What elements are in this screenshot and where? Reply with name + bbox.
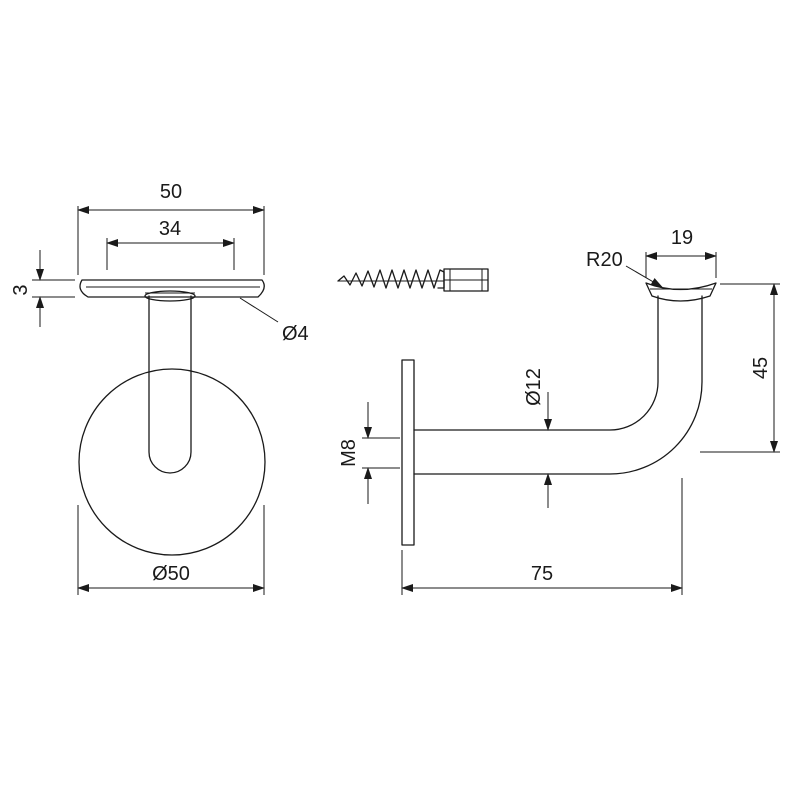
- dim-text-projection: 75: [531, 563, 553, 585]
- stem-outline: [148, 295, 192, 474]
- saddle-side: [645, 282, 717, 302]
- dim-text-saddle-width: 19: [671, 227, 693, 249]
- tube-arm-outline: [413, 295, 703, 475]
- saddle-weld-collar: [144, 290, 196, 302]
- rosette-outline: [78, 368, 266, 556]
- saddle-plate: [79, 279, 265, 298]
- dim-leader-hole: [239, 297, 279, 323]
- dim-text-plate-thickness: 3: [10, 284, 32, 295]
- dim-text-tube-diameter: Ø12: [523, 368, 545, 406]
- front-view: 50 34 3 Ø4 Ø50: [10, 181, 309, 595]
- hanger-bolt: [337, 268, 489, 292]
- dim-text-height: 45: [750, 357, 772, 379]
- side-view: 75 45 19 R20 M8 Ø12: [338, 227, 780, 595]
- dim-text-rosette-diameter: Ø50: [152, 563, 190, 585]
- wall-rosette-side: [401, 359, 415, 546]
- dim-text-plate-width: 50: [160, 181, 182, 203]
- dim-text-hole-diameter: Ø4: [282, 323, 309, 345]
- dim-text-thread: M8: [338, 439, 360, 467]
- screw-thread: [337, 269, 445, 289]
- dim-text-saddle-radius: R20: [586, 249, 623, 271]
- dim-text-hole-spacing: 34: [159, 218, 181, 240]
- dim-leader-radius: [625, 265, 663, 288]
